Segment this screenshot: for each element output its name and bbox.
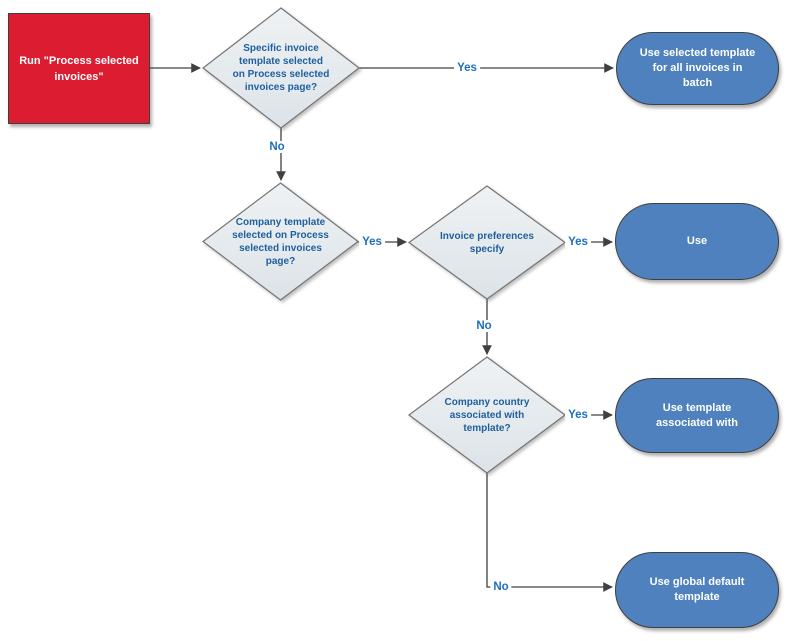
decision-invoice-preferences: Invoice preferences specify (409, 186, 565, 299)
terminal-template-associated-label: Use template associated with (656, 401, 738, 429)
terminal-selected-template-label: Use selected template for all invoices i… (639, 47, 756, 89)
diamond-shape (409, 357, 565, 473)
decision-company-template: Company template selected on Process sel… (203, 183, 358, 300)
node-start-process: Run "Process selected invoices" (8, 13, 150, 124)
edge-label-decision3-yes: Yes (565, 236, 591, 248)
decision-company-country-label: Company country associated with template… (444, 396, 530, 434)
terminal-use-label: Use (686, 235, 708, 247)
diamond-shape (203, 183, 358, 300)
diamond-shape (203, 8, 359, 128)
terminal-global-default-label: Use global default template (649, 576, 745, 603)
terminal-global-default: Use global default template (615, 552, 779, 628)
edge-label-decision1-yes: Yes (454, 62, 480, 74)
edge-label-decision1-no: No (266, 141, 288, 153)
decision-company-template-label: Company template selected on Process sel… (232, 216, 329, 267)
edge-label-decision3-no: No (473, 320, 495, 332)
edge-label-decision4-no: No (490, 581, 512, 593)
edge-decision4-no (486, 473, 613, 592)
edge-label-decision2-yes: Yes (359, 236, 385, 248)
terminal-selected-template: Use selected template for all invoices i… (616, 32, 779, 105)
decision-specific-template: Specific invoice template selected on Pr… (203, 8, 359, 128)
decision-company-country: Company country associated with template… (409, 357, 565, 473)
decision-specific-template-label: Specific invoice template selected on Pr… (232, 43, 330, 93)
edge-label-decision4-yes: Yes (565, 409, 591, 421)
terminal-template-associated: Use template associated with (615, 378, 779, 453)
decision-invoice-preferences-label: Invoice preferences specify (440, 230, 534, 255)
diamond-shape (409, 186, 565, 299)
terminal-use: Use (615, 203, 779, 280)
node-start-label: Run "Process selected invoices" (19, 54, 139, 83)
